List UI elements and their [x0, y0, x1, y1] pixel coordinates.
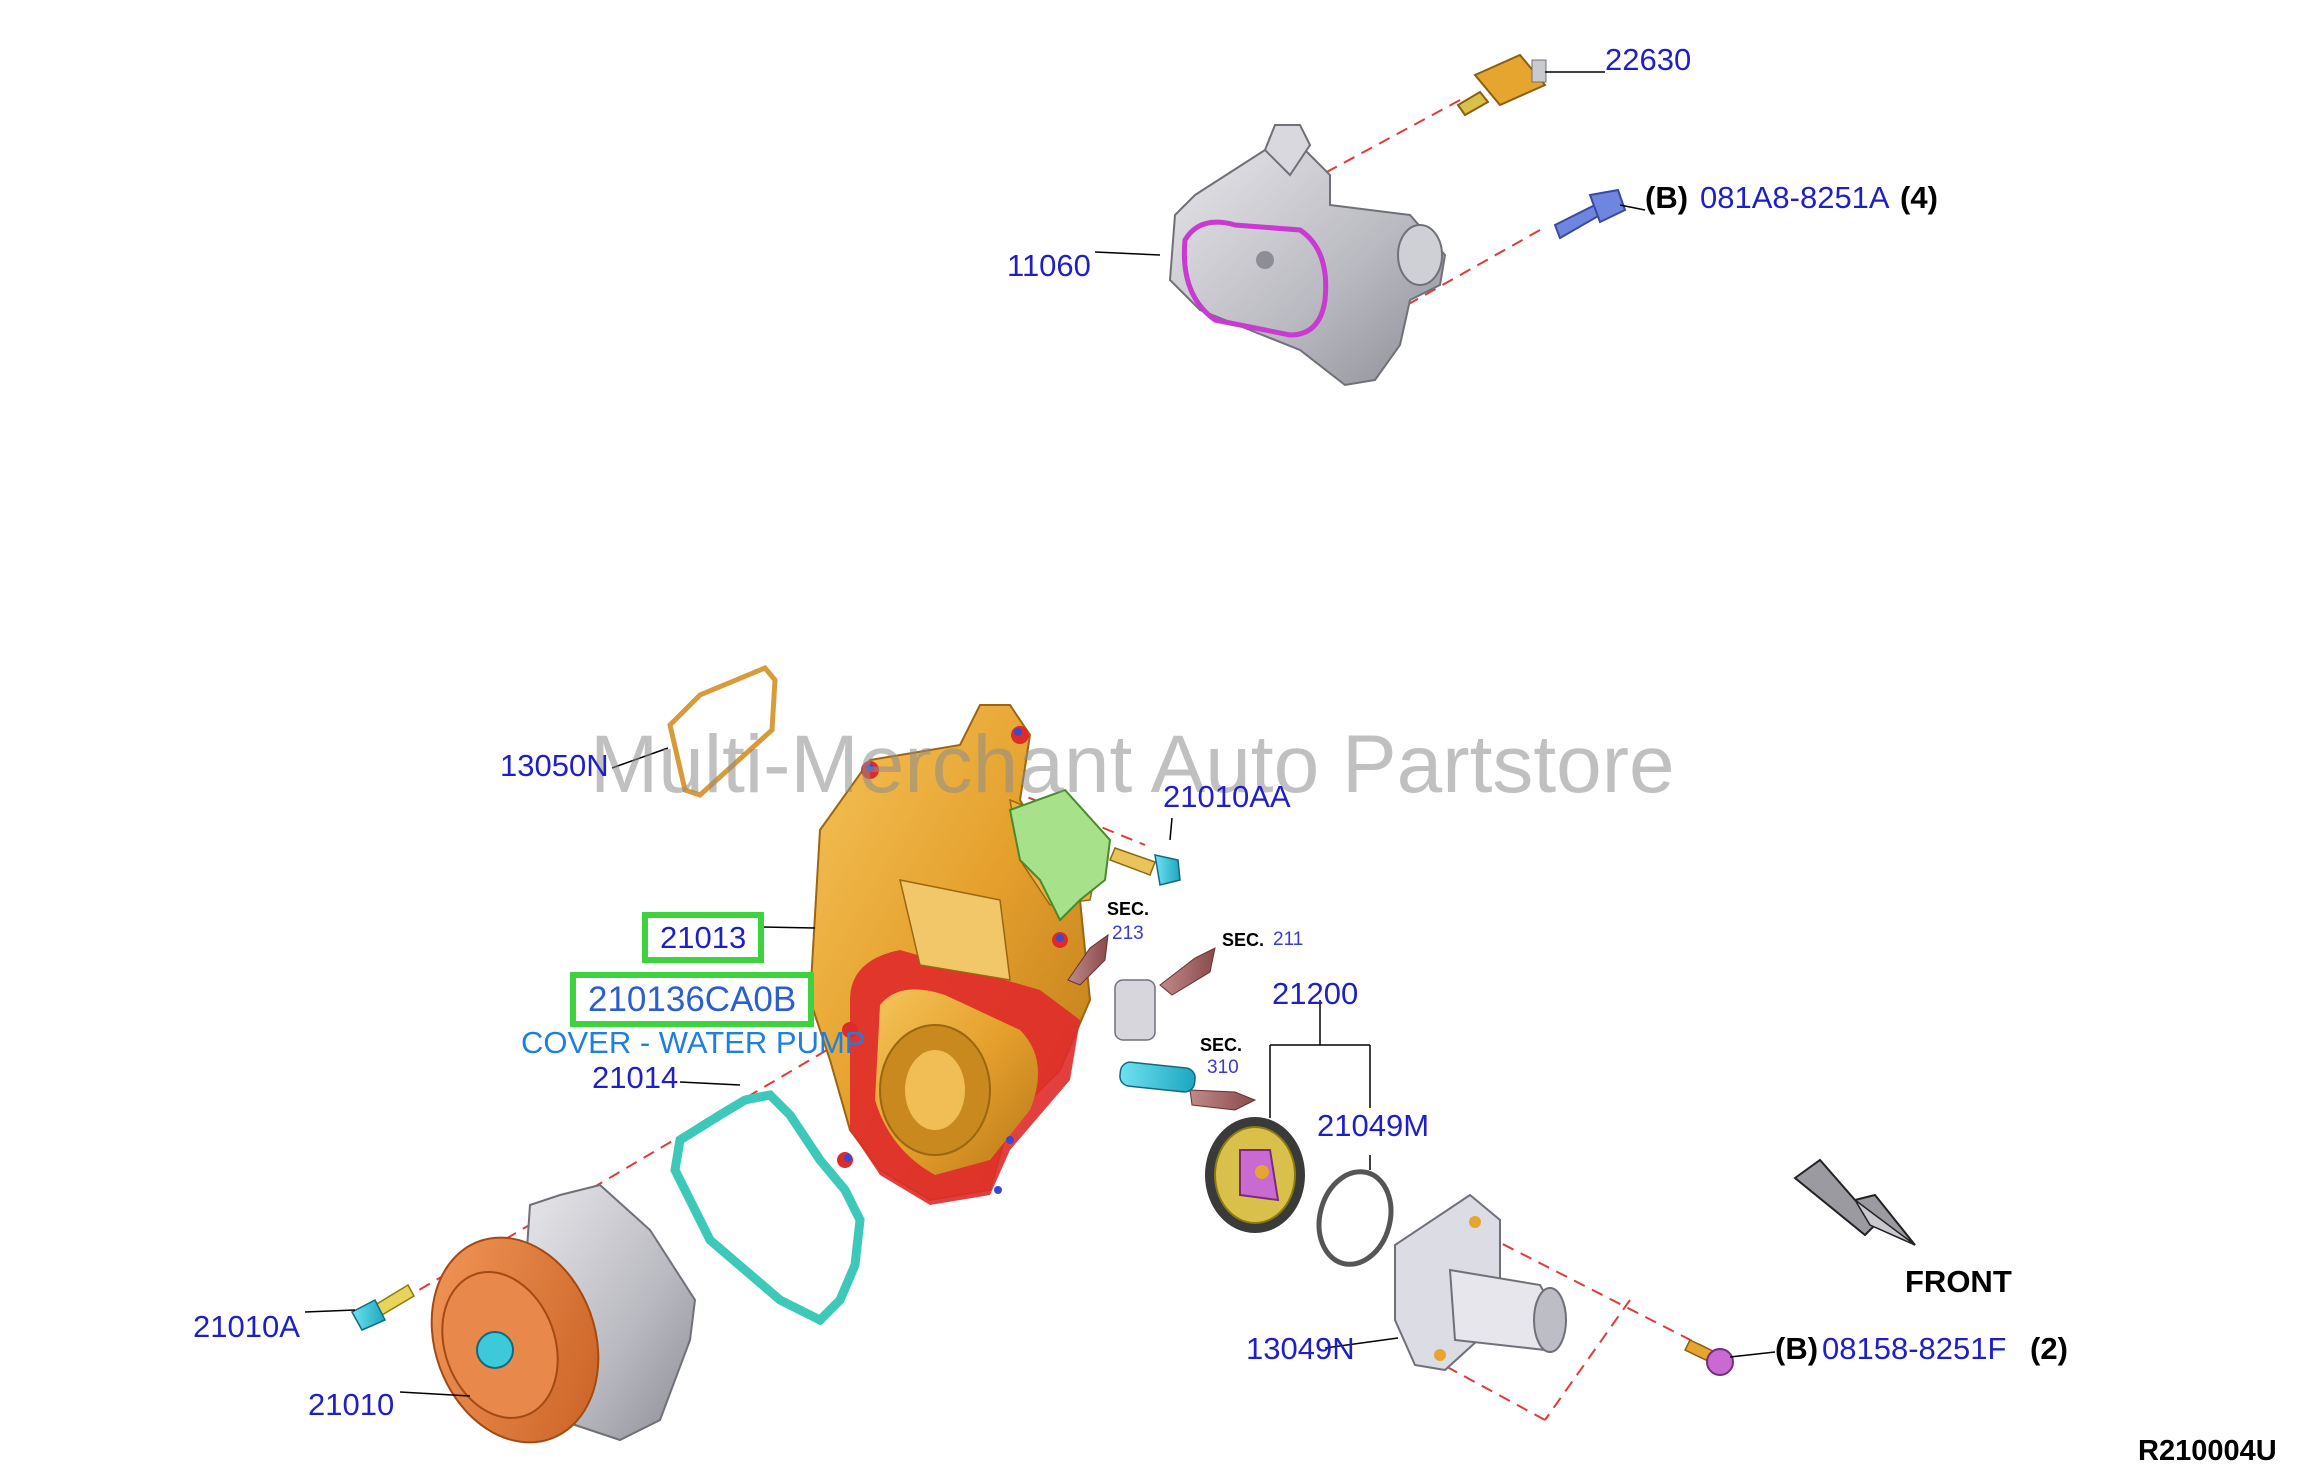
- part-link-210136ca0b-highlighted[interactable]: 210136CA0B: [570, 972, 815, 1027]
- water-inlet-13049n: [1394, 1193, 1567, 1372]
- part-link-21010[interactable]: 21010: [308, 1387, 395, 1422]
- bolt-21010a: [350, 1283, 416, 1331]
- thermostat-housing-11060: [1168, 124, 1447, 387]
- diagram-code: R210004U: [2138, 1435, 2277, 1467]
- part-link-21200[interactable]: 21200: [1272, 976, 1359, 1011]
- front-direction-arrow: [1793, 1158, 1916, 1246]
- bolt-prefix-b-bottom: (B): [1775, 1331, 1819, 1366]
- section-link-310[interactable]: 310: [1207, 1057, 1239, 1078]
- part-link-11060[interactable]: 11060: [1007, 248, 1091, 283]
- front-label: FRONT: [1905, 1264, 2012, 1299]
- quantity-08158: (2): [2030, 1331, 2068, 1366]
- temperature-sensor-22630: [1456, 53, 1547, 117]
- water-pump-21010: [430, 1183, 697, 1444]
- leader-lines: [304, 71, 1776, 1397]
- part-link-21013-highlighted[interactable]: 21013: [642, 912, 765, 963]
- section-link-213[interactable]: 213: [1112, 923, 1144, 944]
- section-arrows: [1067, 933, 1257, 1111]
- section-link-211[interactable]: 211: [1273, 929, 1304, 950]
- part-link-081a8-8251a[interactable]: 081A8-8251A: [1700, 180, 1890, 215]
- section-label-213: SEC.: [1107, 899, 1150, 919]
- water-pump-housing-21013: [808, 704, 1101, 1205]
- section-label-310: SEC.: [1200, 1035, 1243, 1055]
- part-link-21049m[interactable]: 21049M: [1317, 1108, 1430, 1143]
- part-link-08158-8251f[interactable]: 08158-8251F: [1822, 1331, 2007, 1366]
- part-link-13050n[interactable]: 13050N: [500, 748, 609, 783]
- part-link-21014[interactable]: 21014: [592, 1060, 679, 1095]
- bracket-green: [1008, 788, 1112, 922]
- part-link-21010a[interactable]: 21010A: [193, 1309, 300, 1344]
- bolt-21010aa: [1109, 847, 1181, 886]
- bolt-08158-8251f: [1683, 1339, 1734, 1376]
- gasket-13050n: [667, 664, 778, 798]
- quantity-081a8: (4): [1900, 180, 1938, 215]
- coolant-pipe: [1114, 979, 1196, 1093]
- gasket-21014: [670, 1090, 865, 1326]
- bolt-081a8-8251a: [1553, 188, 1627, 240]
- part-link-21010aa[interactable]: 21010AA: [1163, 779, 1291, 814]
- part-link-22630[interactable]: 22630: [1605, 42, 1692, 77]
- section-label-211: SEC.: [1222, 930, 1265, 950]
- bolt-prefix-b-top: (B): [1645, 180, 1689, 215]
- o-ring-21049m: [1316, 1169, 1394, 1267]
- part-link-13049n[interactable]: 13049N: [1246, 1331, 1355, 1366]
- thermostat-21200: [1205, 1117, 1305, 1233]
- part-description-cover-water-pump: COVER - WATER PUMP: [521, 1025, 866, 1060]
